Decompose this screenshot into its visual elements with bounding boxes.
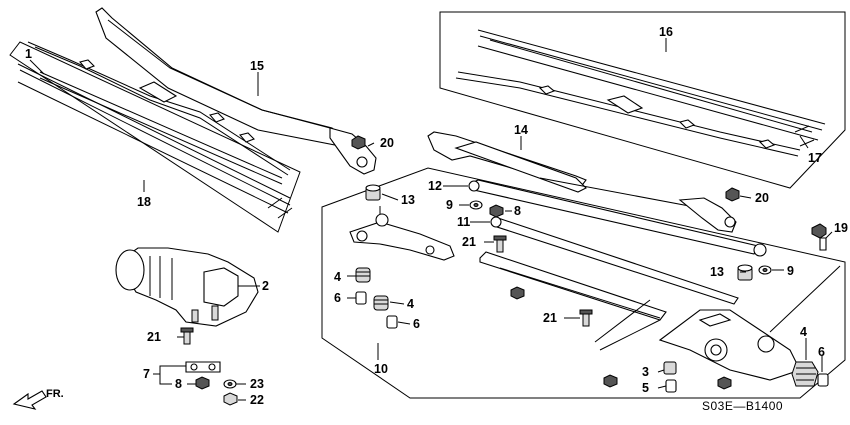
- callout-8-bottom: 8: [175, 377, 182, 391]
- nut-20-top: [351, 135, 366, 150]
- callout-11: 11: [457, 215, 470, 229]
- grommet-4-right: [791, 361, 819, 387]
- bolt-19: [811, 223, 827, 251]
- callout-9-right: 9: [787, 264, 794, 278]
- front-direction-arrow: FR.: [12, 388, 64, 410]
- bolt-21-center: [493, 235, 507, 253]
- collar-6-center: [386, 315, 398, 329]
- callout-10: 10: [374, 362, 388, 376]
- wiper-linkage: [468, 179, 801, 381]
- callout-14: 14: [514, 123, 528, 137]
- washer-9-right: [758, 265, 772, 275]
- grommet-4-left: [355, 267, 371, 283]
- callout-8-top: 8: [514, 204, 521, 218]
- nut-near-5: [717, 376, 732, 390]
- nut-bottom-left: [603, 374, 618, 388]
- leader-lines: [29, 38, 841, 401]
- callout-2: 2: [262, 279, 269, 293]
- left-wiper-blade: [17, 41, 293, 219]
- callout-6-center: 6: [413, 317, 420, 331]
- callout-15: 15: [250, 59, 264, 73]
- pivot-bracket-left: [349, 206, 455, 261]
- bolt-21-lower: [579, 309, 593, 327]
- callout-6-left: 6: [334, 291, 341, 305]
- callout-3: 3: [642, 365, 649, 379]
- callout-4-right: 4: [800, 325, 807, 339]
- callout-18: 18: [137, 195, 151, 209]
- callout-4-center: 4: [407, 297, 414, 311]
- blade-box-right: [439, 11, 846, 189]
- bracket-7: [185, 361, 221, 373]
- right-wiper-blade: [455, 29, 826, 157]
- callout-22: 22: [250, 393, 264, 407]
- grommet-4-center: [373, 295, 389, 311]
- callout-21-left: 21: [147, 330, 161, 344]
- callout-7: 7: [143, 367, 150, 381]
- washer-23: [223, 379, 237, 389]
- right-wiper-arm: [427, 131, 737, 233]
- callout-12: 12: [428, 179, 442, 193]
- bolt-21-left: [180, 327, 194, 345]
- callout-21-center: 21: [462, 235, 476, 249]
- diagram-code: S03E—B1400: [702, 399, 783, 413]
- nut-8-top: [489, 204, 504, 218]
- callout-6-right: 6: [818, 345, 825, 359]
- wiper-motor: [115, 247, 259, 327]
- callout-5: 5: [642, 381, 649, 395]
- bushing-3: [663, 361, 677, 375]
- bushing-13-top: [365, 184, 381, 201]
- nut-20-right: [725, 187, 740, 202]
- callout-16: 16: [659, 25, 673, 39]
- callout-17: 17: [808, 151, 822, 165]
- front-direction-label: FR.: [46, 388, 64, 400]
- callout-19: 19: [834, 221, 848, 235]
- callout-20-top: 20: [380, 136, 394, 150]
- callout-4-left: 4: [334, 270, 341, 284]
- nut-22: [223, 392, 238, 406]
- callout-1: 1: [25, 47, 32, 61]
- callout-9-top: 9: [446, 198, 453, 212]
- collar-6-left: [355, 291, 367, 305]
- collar-6-right: [817, 373, 829, 387]
- callout-13-top: 13: [401, 193, 415, 207]
- callout-20-right: 20: [755, 191, 769, 205]
- blade-box-left: [9, 41, 301, 233]
- nut-8-bottom: [195, 376, 210, 390]
- washer-9-top: [469, 200, 483, 210]
- callout-13-right: 13: [710, 265, 724, 279]
- callout-23: 23: [250, 377, 264, 391]
- bushing-13-right: [737, 264, 753, 281]
- nut-lower-bar: [510, 286, 525, 300]
- callout-21-lower: 21: [543, 311, 557, 325]
- left-wiper-arm: [95, 7, 377, 175]
- collar-5: [665, 379, 677, 393]
